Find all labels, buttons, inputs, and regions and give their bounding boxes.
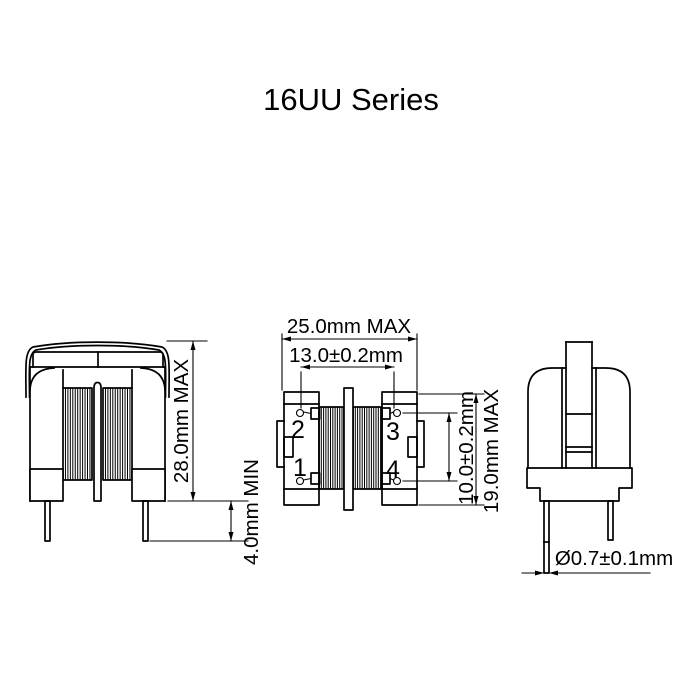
- base-block-left: [29, 468, 64, 502]
- coil-left-hatch: [320, 407, 343, 489]
- dim-pin-length-label: 4.0mm MIN: [240, 459, 263, 565]
- bobbin-arc-left: [29, 367, 55, 391]
- plate-left-tab: [276, 420, 285, 468]
- pin-hole-3: [392, 408, 402, 418]
- top-view: 2 1 3 4: [276, 387, 425, 511]
- pin-left: [44, 500, 51, 542]
- core-strap-outer: [24, 341, 171, 398]
- pin-label-3: 3: [386, 418, 400, 446]
- top-view-dimensions: 25.0mm MAX 13.0±0.2mm 10.0±0.2mm 19.0mm …: [281, 315, 503, 513]
- winding-left-hatch: [64, 388, 91, 480]
- pin-label-4: 4: [386, 456, 400, 484]
- side-pin-back: [607, 500, 614, 541]
- dim-depth-label: 19.0mm MAX: [480, 389, 503, 513]
- coil-right-hatch: [354, 407, 382, 489]
- pin-hole-2: [295, 408, 305, 418]
- dim-pin-pitch-y-label: 10.0±0.2mm: [455, 391, 478, 505]
- plate-right: [381, 391, 418, 506]
- center-limb: [93, 381, 102, 502]
- plate-left-slot: [283, 436, 294, 458]
- plate-right-slot: [407, 436, 418, 458]
- plate-right-tab: [416, 420, 425, 468]
- front-view-dimensions: 28.0mm MAX 4.0mm MIN: [149, 340, 263, 565]
- pin-hole-4: [392, 476, 402, 486]
- plate-left: [283, 391, 320, 506]
- winding-right-hatch: [104, 388, 131, 480]
- side-base: [526, 467, 633, 502]
- dim-width-label: 25.0mm MAX: [287, 315, 411, 338]
- side-body: [527, 367, 631, 469]
- base-block-right: [131, 468, 166, 502]
- core-strap-inner: [28, 344, 167, 398]
- dim-height-label: 28.0mm MAX: [170, 359, 193, 483]
- pin-hole-1: [295, 476, 305, 486]
- center-bar: [343, 387, 354, 511]
- side-view-dimensions: Ø0.7±0.1mm: [521, 547, 673, 576]
- coil-left: [318, 406, 345, 490]
- side-view: [526, 341, 633, 574]
- pin-label-2: 2: [291, 416, 305, 444]
- page-title: 16UU Series: [263, 82, 439, 117]
- side-pin-front: [543, 500, 550, 574]
- dim-pin-pitch-x-label: 13.0±0.2mm: [289, 344, 403, 367]
- dim-pin-diameter-label: Ø0.7±0.1mm: [555, 547, 673, 570]
- front-view: [24, 341, 171, 542]
- pin-label-1: 1: [293, 454, 307, 482]
- bobbin-arc-right: [140, 367, 166, 391]
- pin-right: [142, 500, 149, 542]
